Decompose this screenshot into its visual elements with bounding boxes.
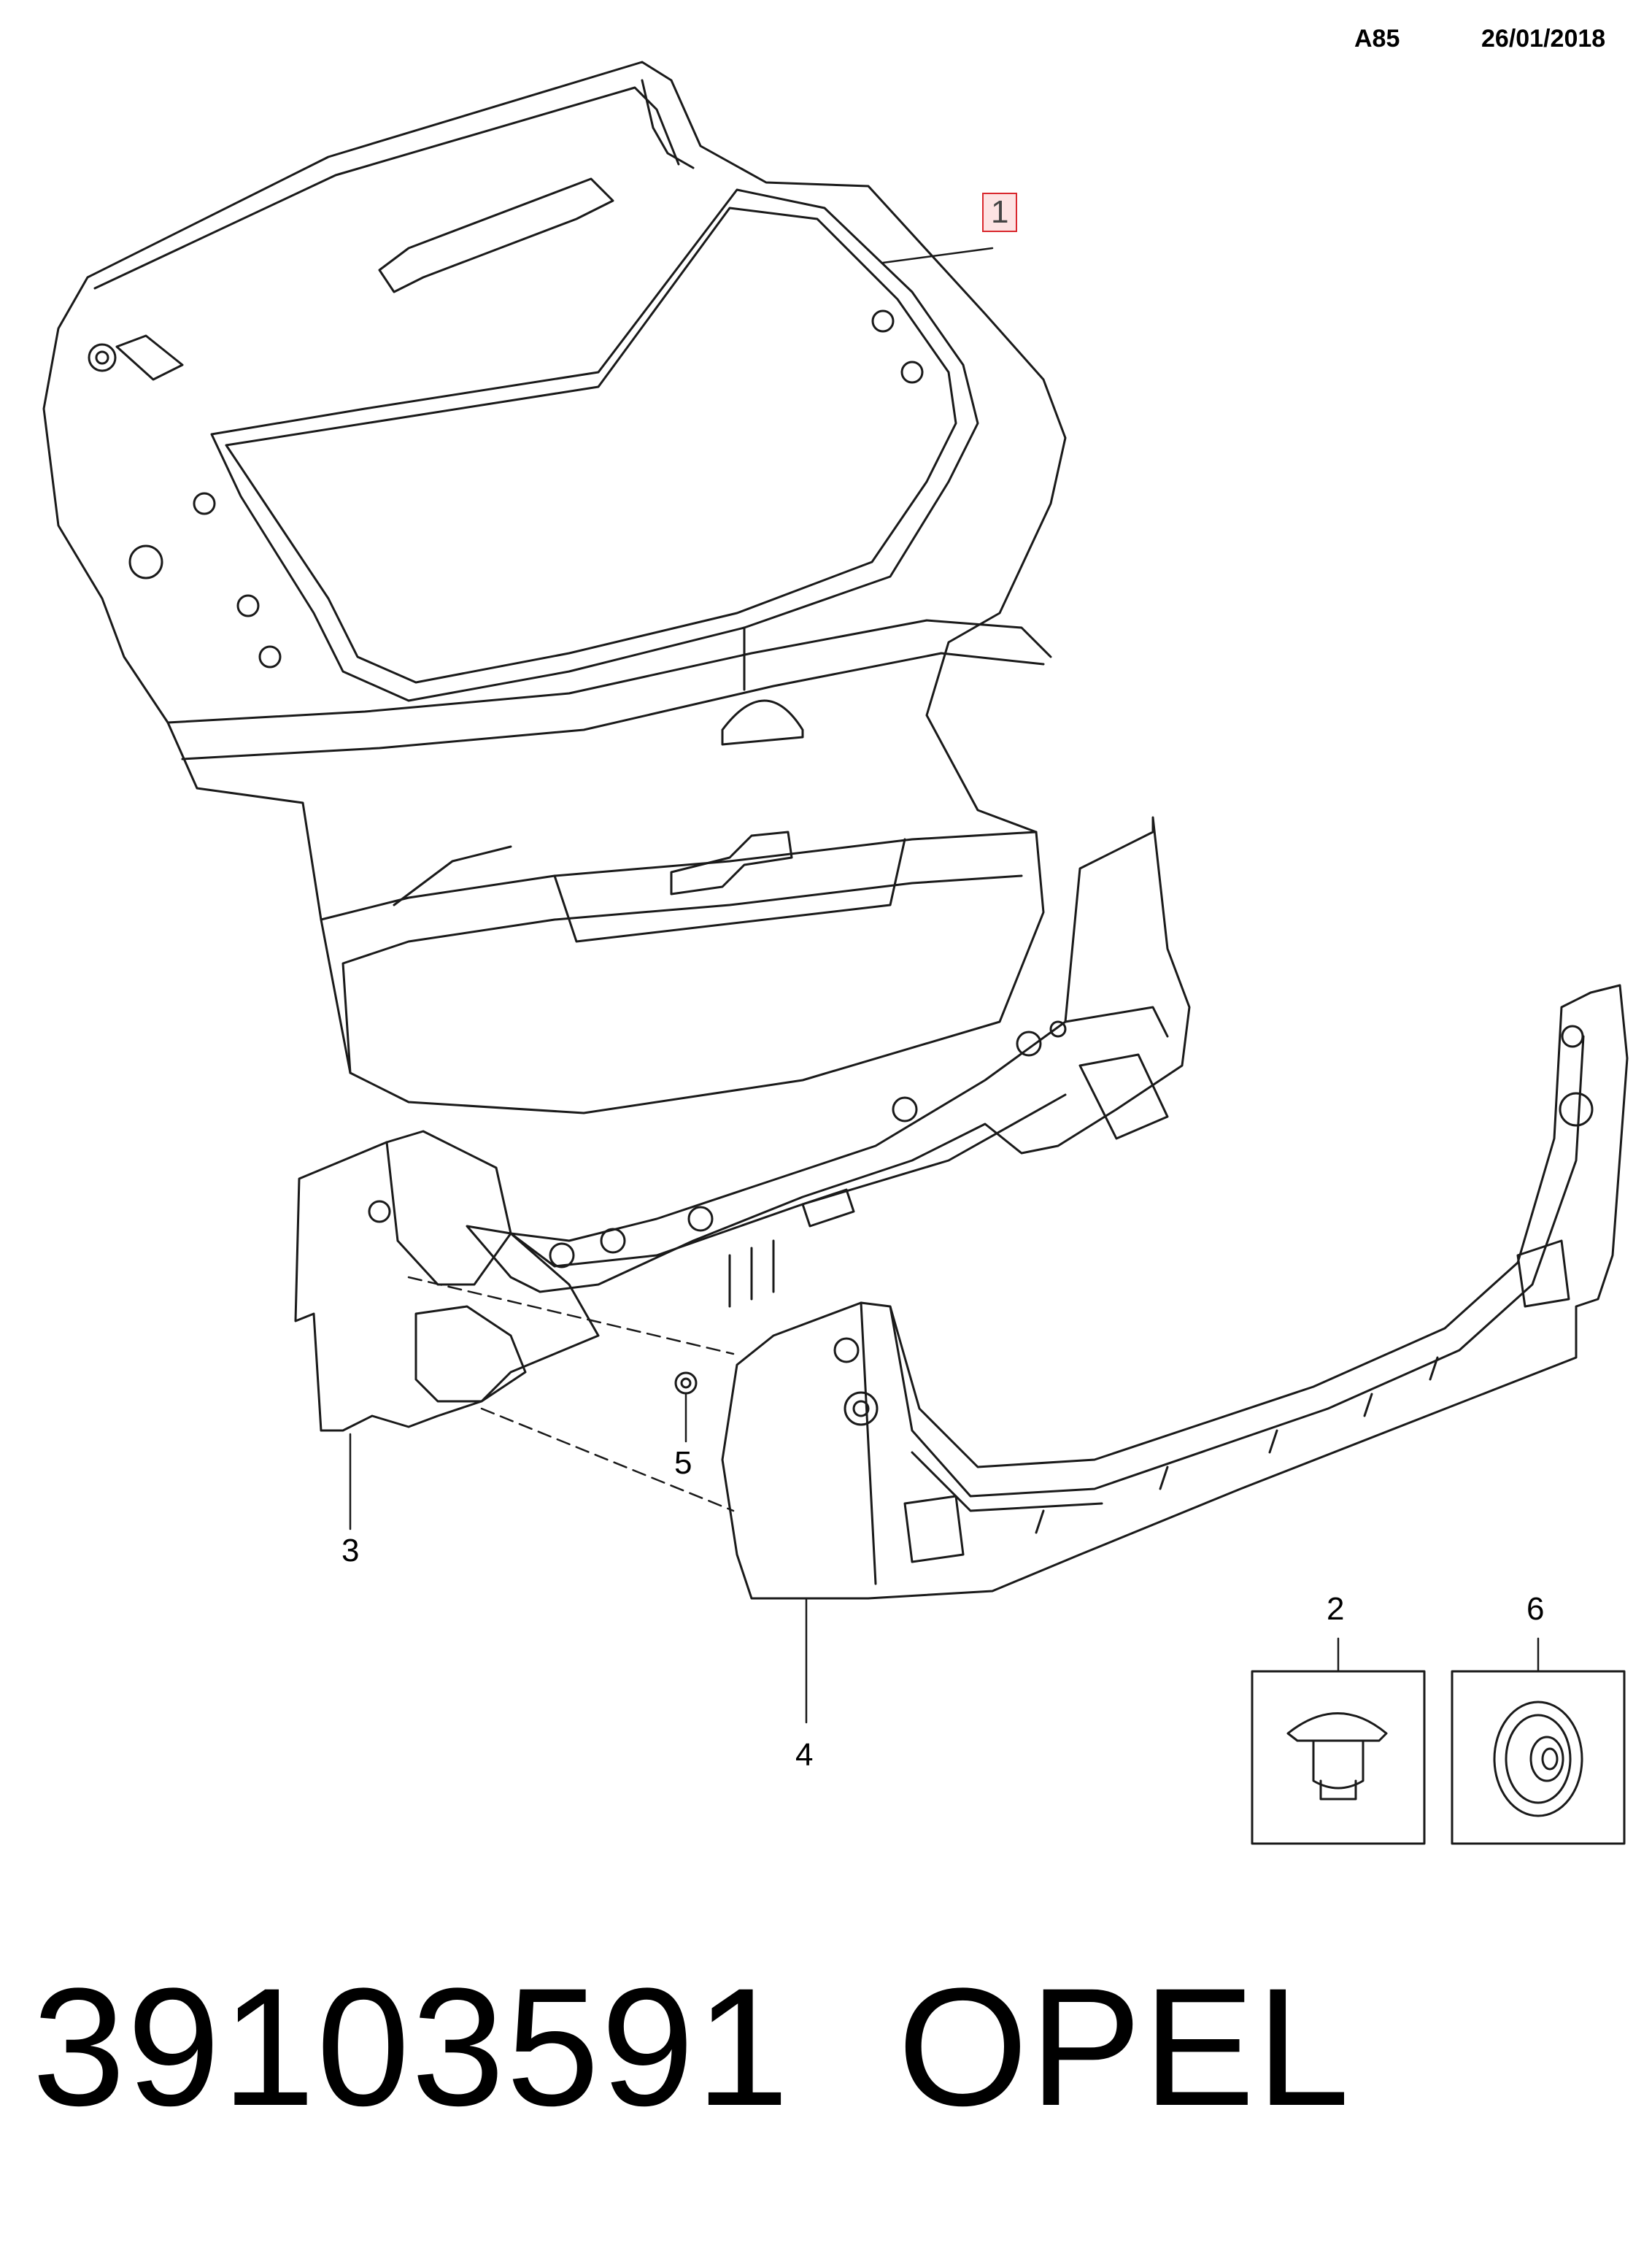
callout-3: 3 — [341, 1533, 360, 1568]
brand-name: OPEL — [898, 1953, 1351, 2141]
rear-body-panel-part — [721, 984, 1629, 1600]
grommet-inset — [1451, 1670, 1626, 1845]
diagram-code: A85 — [1354, 25, 1400, 53]
part-number: 39103591 — [32, 1953, 791, 2141]
callout-1: 1 — [982, 193, 1018, 232]
leader-lines — [349, 247, 1540, 1724]
callout-6: 6 — [1526, 1591, 1545, 1627]
rear-panel-crossmember-part — [466, 816, 1191, 1308]
alignment-lines — [407, 1276, 735, 1512]
nut-part — [674, 1371, 698, 1395]
diagram-date: 26/01/2018 — [1481, 25, 1606, 53]
callout-2: 2 — [1327, 1591, 1345, 1627]
clip-inset — [1251, 1670, 1426, 1845]
callout-4: 4 — [795, 1737, 814, 1773]
callout-5: 5 — [674, 1445, 692, 1481]
tailgate-part — [42, 61, 1067, 1114]
left-end-panel-part — [294, 1130, 600, 1432]
